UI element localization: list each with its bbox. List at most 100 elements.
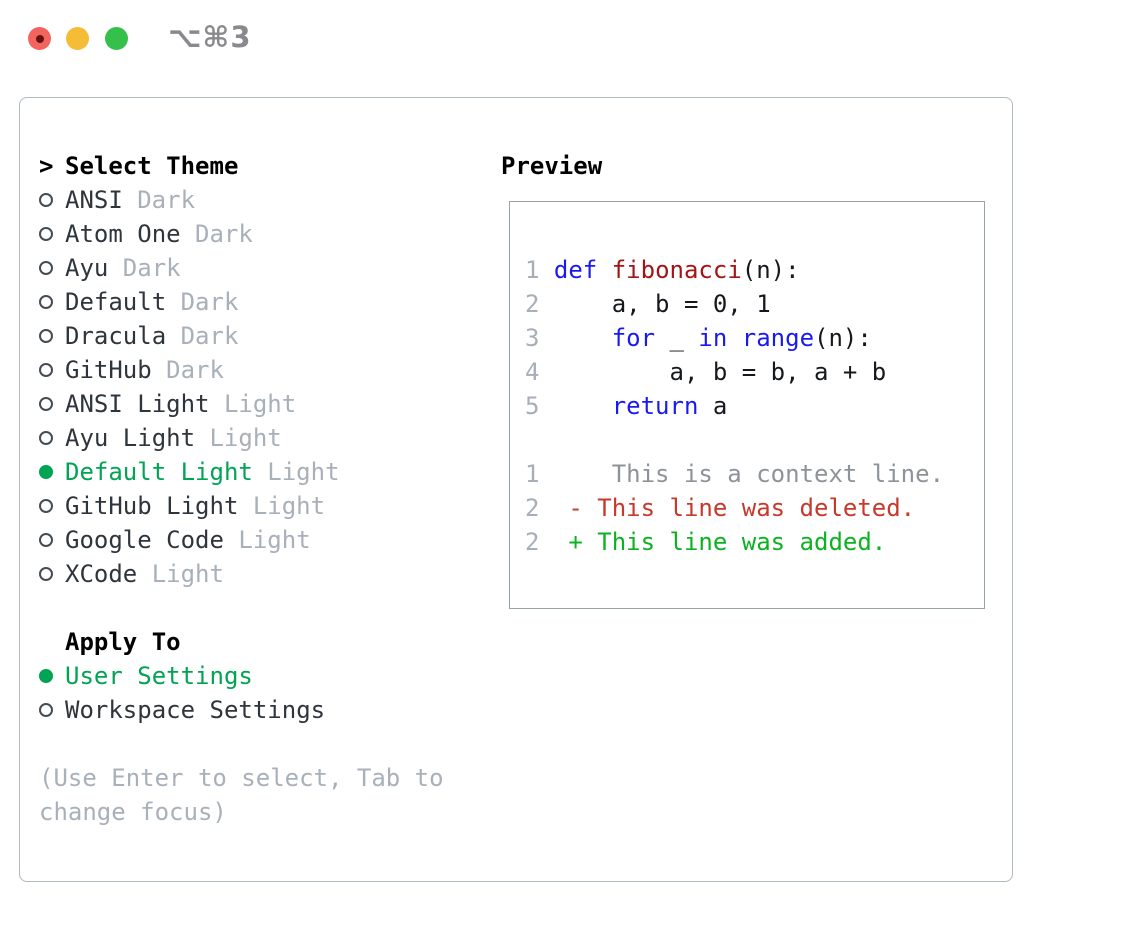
theme-option-label: Default Dark	[65, 285, 238, 319]
apply-option-user-settings[interactable]: User Settings	[39, 659, 325, 693]
line-number: 1	[525, 256, 540, 284]
close-button[interactable]	[28, 27, 51, 50]
code-segment: range	[741, 324, 815, 352]
theme-variant: Light	[267, 458, 340, 486]
theme-variant: Light	[223, 390, 297, 418]
code-segment: (n):	[741, 256, 800, 284]
focus-caret-icon: >	[39, 152, 54, 180]
theme-variant: Dark	[166, 356, 224, 384]
preview-line	[525, 423, 944, 457]
code-segment	[727, 324, 741, 352]
zoom-button[interactable]	[105, 27, 128, 50]
apply-to-title: Apply To	[65, 628, 181, 656]
radio-icon	[39, 431, 53, 445]
code-segment: return	[611, 392, 699, 420]
preview-line: 4 a, b = b, a + b	[525, 355, 944, 389]
radio-selected-icon	[39, 669, 53, 683]
line-number: 1	[525, 460, 540, 488]
window-title: ⌥⌘3	[168, 20, 252, 54]
radio-icon	[39, 397, 53, 411]
theme-variant: Dark	[122, 254, 181, 282]
line-number: 2	[525, 494, 540, 522]
theme-name: Default Light	[65, 458, 253, 486]
preview-line: 1 This is a context line.	[525, 457, 944, 491]
apply-option-workspace-settings[interactable]: Workspace Settings	[39, 693, 325, 727]
theme-option-default-dark[interactable]: Default Dark	[39, 285, 340, 319]
code-segment	[539, 392, 611, 420]
theme-option-label: ANSI Dark	[65, 183, 195, 217]
theme-variant: Dark	[180, 288, 239, 316]
line-number: 2	[525, 290, 540, 318]
theme-name: ANSI	[65, 186, 123, 214]
theme-option-ansi-dark[interactable]: ANSI Dark	[39, 183, 340, 217]
theme-variant: Dark	[137, 186, 196, 214]
code-segment: in	[698, 324, 728, 352]
radio-selected-icon	[39, 465, 53, 479]
code-segment: This is a context line.	[539, 460, 945, 488]
radio-icon	[39, 329, 53, 343]
theme-option-label: GitHub Dark	[65, 353, 224, 387]
preview-title: Preview	[501, 152, 603, 180]
radio-icon	[39, 567, 53, 581]
radio-icon	[39, 499, 53, 513]
hint-line: (Use Enter to select, Tab to	[39, 764, 444, 792]
theme-option-ayu-dark[interactable]: Ayu Dark	[39, 251, 340, 285]
theme-variant: Dark	[195, 220, 253, 248]
apply-to-header: Apply To	[39, 625, 325, 659]
code-segment	[539, 324, 611, 352]
line-number: 5	[525, 392, 540, 420]
line-number: 2	[525, 528, 540, 556]
theme-variant: Light	[252, 492, 326, 520]
theme-name: GitHub	[65, 356, 152, 384]
theme-option-label: Atom One Dark	[65, 217, 253, 251]
code-segment: - This line was deleted.	[539, 494, 916, 522]
radio-icon	[39, 533, 53, 547]
hint-line: change focus)	[39, 798, 227, 826]
radio-icon	[39, 295, 53, 309]
theme-option-default-light-light[interactable]: Default Light Light	[39, 455, 340, 489]
code-segment: (n):	[814, 324, 872, 352]
code-segment: def	[553, 256, 598, 284]
theme-name: ANSI Light	[65, 390, 210, 418]
theme-option-label: ANSI Light Light	[65, 387, 296, 421]
minimize-button[interactable]	[66, 27, 89, 50]
preview-line: 2 - This line was deleted.	[525, 491, 944, 525]
code-segment: + This line was added.	[539, 528, 887, 556]
code-segment	[539, 256, 553, 284]
preview-line: 1 def fibonacci(n):	[525, 253, 944, 287]
theme-name: Default	[65, 288, 167, 316]
theme-name: Atom One	[65, 220, 181, 248]
theme-list-title: Select Theme	[65, 152, 239, 180]
theme-name: XCode	[65, 560, 138, 588]
theme-option-atom-one-dark[interactable]: Atom One Dark	[39, 217, 340, 251]
apply-option-label: Workspace Settings	[65, 696, 326, 724]
theme-list-header: > Select Theme	[39, 149, 340, 183]
theme-name: Ayu	[65, 254, 109, 282]
keyboard-hint: (Use Enter to select, Tab to change focu…	[39, 761, 444, 829]
theme-variant: Light	[209, 424, 282, 452]
theme-option-ansi-light-light[interactable]: ANSI Light Light	[39, 387, 340, 421]
code-segment: a	[698, 392, 728, 420]
radio-icon	[39, 193, 53, 207]
theme-option-github-dark[interactable]: GitHub Dark	[39, 353, 340, 387]
preview-line: 2 + This line was added.	[525, 525, 944, 559]
theme-option-label: Ayu Dark	[65, 251, 181, 285]
preview-line: 3 for _ in range(n):	[525, 321, 944, 355]
theme-name: Dracula	[65, 322, 167, 350]
preview-line: 5 return a	[525, 389, 944, 423]
